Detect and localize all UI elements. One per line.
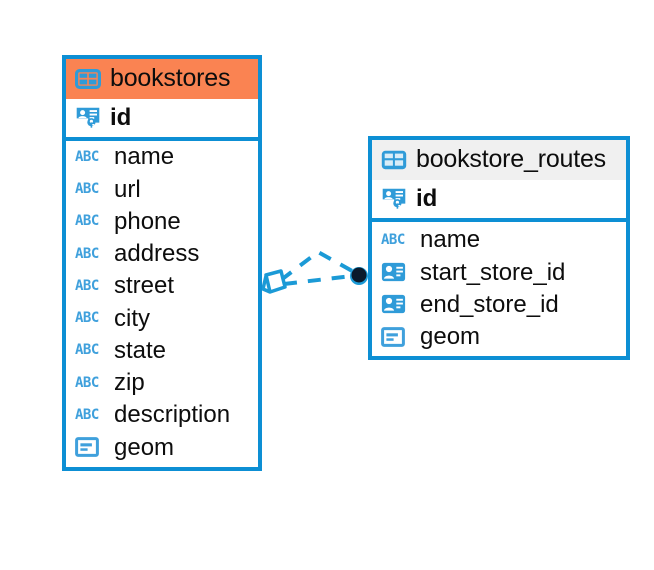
field-label: state	[114, 336, 167, 364]
abc-text-icon: ABC	[75, 245, 99, 262]
field-label: city	[114, 304, 150, 332]
field-row-state[interactable]: ABC state	[66, 334, 258, 368]
primary-key-icon	[75, 106, 101, 130]
field-row-geom[interactable]: geom	[66, 431, 258, 467]
field-label: description	[114, 401, 231, 429]
field-row-description[interactable]: ABC description	[66, 399, 258, 432]
abc-text-icon: ABC	[75, 213, 99, 230]
field-row-phone[interactable]: ABC phone	[66, 205, 258, 239]
field-row-url[interactable]: ABC url	[66, 173, 258, 206]
entity-name-label: bookstore_routes	[416, 145, 606, 173]
abc-text-icon: ABC	[75, 181, 99, 198]
field-row-id[interactable]: id	[66, 99, 258, 142]
abc-text-icon: ABC	[75, 310, 99, 327]
field-row-street[interactable]: ABC street	[66, 270, 258, 303]
circle-endpoint-marker	[350, 267, 368, 285]
field-label: geom	[420, 323, 481, 351]
field-label: zip	[114, 369, 145, 397]
entity-header-bookstores[interactable]: bookstores	[66, 59, 258, 99]
entity-header-bookstore-routes[interactable]: bookstore_routes	[372, 140, 626, 180]
abc-text-icon: ABC	[75, 342, 99, 359]
relationship-line-start-store	[283, 274, 353, 286]
field-label: id	[110, 104, 132, 131]
field-label: name	[114, 143, 175, 171]
field-label: url	[114, 175, 141, 203]
abc-text-icon: ABC	[75, 407, 99, 424]
field-label: address	[114, 240, 200, 268]
field-row-name[interactable]: ABC name	[372, 222, 626, 257]
field-label: street	[114, 272, 175, 300]
field-label: geom	[114, 433, 175, 461]
field-label: id	[416, 185, 438, 212]
foreign-key-icon	[381, 294, 411, 314]
field-label: end_store_id	[420, 290, 559, 318]
geometry-icon	[75, 437, 105, 458]
field-row-zip[interactable]: ABC zip	[66, 367, 258, 400]
field-row-geom[interactable]: geom	[372, 321, 626, 357]
entity-table-bookstores[interactable]: bookstores id	[62, 55, 262, 471]
primary-key-icon	[381, 187, 407, 211]
field-row-end-store-id[interactable]: end_store_id	[372, 288, 626, 322]
field-label: start_store_id	[420, 258, 566, 286]
entity-name-label: bookstores	[110, 64, 231, 92]
abc-text-icon: ABC	[75, 277, 99, 294]
entity-table-bookstore-routes[interactable]: bookstore_routes id	[368, 136, 630, 361]
field-label: name	[420, 226, 481, 254]
geometry-icon	[381, 326, 411, 347]
field-label: phone	[114, 207, 181, 235]
abc-text-icon: ABC	[381, 231, 405, 248]
field-row-start-store-id[interactable]: start_store_id	[372, 256, 626, 289]
field-row-id[interactable]: id	[372, 180, 626, 223]
abc-text-icon: ABC	[75, 148, 99, 165]
abc-text-icon: ABC	[75, 374, 99, 391]
foreign-key-icon	[381, 262, 411, 282]
field-row-name[interactable]: ABC name	[66, 141, 258, 174]
relationship-line-end-store	[279, 250, 355, 282]
table-icon	[381, 150, 407, 170]
table-icon	[75, 68, 101, 89]
field-row-city[interactable]: ABC city	[66, 302, 258, 335]
field-row-address[interactable]: ABC address	[66, 238, 258, 271]
polygon-endpoint-marker	[261, 269, 287, 294]
